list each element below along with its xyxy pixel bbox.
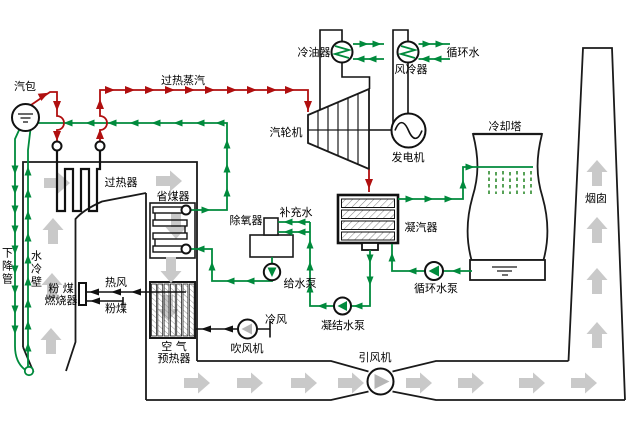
generator	[390, 112, 427, 149]
air-cooler-label: 风冷器	[395, 63, 428, 76]
labels: 汽包 过热蒸汽 过热器 省煤器 下降管 水冷壁 粉 煤 燃烧器 热风 粉煤 空 …	[1, 45, 608, 365]
turbine-label: 汽轮机	[270, 125, 303, 139]
condensate-pump	[333, 296, 352, 316]
chimney-outline	[567, 47, 626, 401]
condensate-pump-label: 凝结水泵	[321, 318, 365, 332]
turbine-stages	[308, 93, 369, 165]
hot-air-label: 热风	[105, 276, 127, 289]
air-preheater-label-line1: 空 气	[161, 339, 187, 353]
forced-draft-fan	[237, 318, 258, 340]
air-preheater-elements	[151, 283, 195, 337]
superheater-label: 过热器	[105, 176, 138, 189]
circulating-pump-label: 循环水泵	[414, 282, 458, 295]
superheater-inlet-header	[51, 140, 63, 152]
water-wall-label: 水冷壁	[30, 250, 43, 289]
oil-cooler-label: 冷油器	[298, 45, 331, 59]
cold-air-label: 冷风	[265, 313, 287, 326]
induced-draft-fan	[366, 367, 395, 396]
feed-pump	[262, 262, 282, 282]
deaerator-body	[249, 234, 294, 258]
generator-label: 发电机	[392, 150, 425, 164]
condenser-tubes	[341, 198, 395, 241]
downcomer-label: 下降管	[1, 247, 14, 286]
induced-draft-fan-label: 引风机	[359, 350, 392, 364]
cooling-tower-shell	[466, 133, 549, 261]
steam-drum-label: 汽包	[14, 79, 36, 93]
burner-label-line1: 粉 煤	[48, 282, 74, 295]
tower-spray-droplets	[488, 171, 532, 196]
economizer-label: 省煤器	[157, 190, 190, 203]
pulverized-coal-label: 粉煤	[105, 302, 127, 315]
deaerator-head	[263, 217, 279, 236]
cooling-tower-label: 冷却塔	[489, 120, 522, 133]
basin-water-level	[492, 266, 517, 276]
economizer-inlet-header	[180, 243, 192, 255]
flue-duct-outline	[146, 360, 625, 401]
chimney-label: 烟囱	[585, 191, 607, 205]
air-preheater-label-line2: 预热器	[158, 352, 191, 365]
economizer-outlet-header	[180, 204, 192, 216]
condenser-hotwell	[361, 242, 379, 251]
burner-label-line2: 燃烧器	[45, 293, 78, 307]
forced-draft-fan-label: 吹风机	[231, 341, 264, 355]
tower-basin	[469, 259, 546, 281]
waterwall-lower-header	[23, 365, 35, 377]
steam-drum	[11, 103, 40, 132]
feed-pump-label: 给水泵	[284, 277, 317, 290]
superheater-outlet-header	[94, 140, 106, 152]
deaerator-label: 除氧器	[230, 213, 263, 227]
condenser-label: 凝汽器	[405, 220, 438, 234]
coal-burner	[78, 282, 87, 306]
air-cooler	[396, 40, 420, 64]
circulating-water-label: 循环水	[447, 46, 480, 59]
superheated-steam-label: 过热蒸汽	[161, 73, 205, 87]
superheater-coil	[55, 150, 102, 213]
makeup-water-label: 补充水	[280, 205, 313, 219]
circulating-pump	[424, 261, 444, 281]
oil-cooler	[330, 40, 354, 64]
